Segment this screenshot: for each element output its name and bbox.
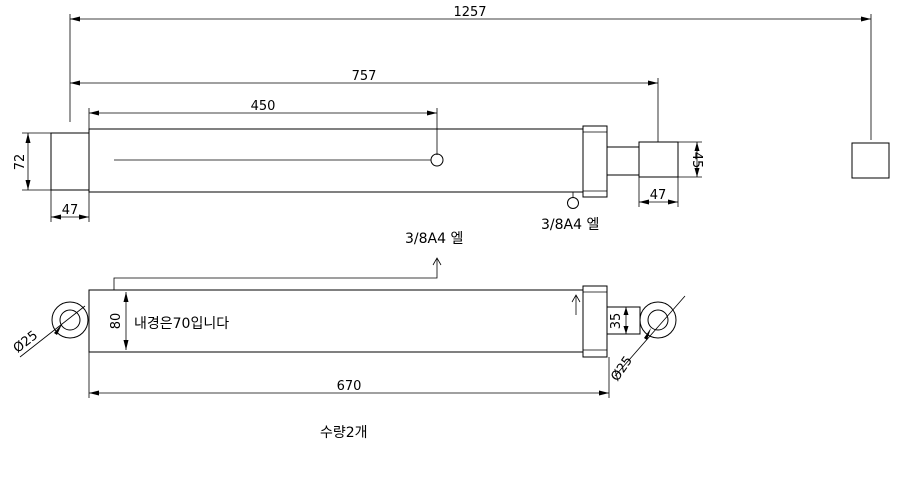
gland-top — [582, 125, 608, 198]
dimension-length-bottom-label: 670 — [337, 379, 362, 394]
port-note-top: 3/8A4 엘 — [541, 217, 599, 233]
dimension-length-top-label: 757 — [352, 69, 377, 84]
dimension-cap-height-label: 72 — [13, 154, 28, 171]
dimension-rod-end-height: 45 — [678, 141, 704, 178]
dimension-rod-end-width-label: 47 — [650, 188, 667, 203]
dimension-cap-height: 72 — [13, 132, 51, 191]
bore-note: 내경은70입니다 — [134, 316, 229, 332]
dimension-length-bottom: 670 — [88, 352, 610, 398]
gland-bottom — [582, 285, 608, 358]
port-circle-gland — [567, 197, 579, 209]
quantity-note: 수량2개 — [320, 425, 368, 441]
right-clevis-eye: Ø25 — [608, 295, 686, 385]
bottom-view: 3/8A4 엘 Ø25 Ø25 — [11, 231, 686, 441]
dimension-port-spacing: 450 — [88, 99, 438, 155]
top-view: 1257 757 450 — [13, 5, 890, 233]
dimension-bore-label: 80 — [109, 313, 124, 330]
port-circle-top — [430, 153, 444, 167]
dimension-port-spacing-label: 450 — [251, 99, 276, 114]
port-leader-line — [113, 258, 438, 290]
dimension-overall-label: 1257 — [453, 5, 486, 20]
dimension-rod-end-width: 47 — [638, 177, 679, 207]
rod-end-top — [638, 141, 679, 178]
dimension-cap-width-label: 47 — [62, 203, 79, 218]
dimension-overall: 1257 — [69, 5, 872, 140]
left-clevis-eye: Ø25 — [11, 301, 89, 358]
dimension-rod-label: 35 — [609, 313, 624, 330]
extended-position-box — [851, 142, 890, 179]
dimension-rod: 35 — [609, 307, 629, 334]
dimension-bore: 80 — [109, 292, 129, 350]
dimension-cap-width: 47 — [50, 190, 90, 222]
end-cap-top — [50, 132, 90, 191]
port-note-bottom: 3/8A4 엘 — [405, 231, 463, 247]
dimension-pin-right-label: Ø25 — [608, 354, 636, 385]
dimension-rod-end-height-label: 45 — [689, 152, 704, 169]
dimension-length-top: 757 — [70, 69, 659, 142]
rod-top — [606, 146, 640, 176]
barrel-top — [88, 128, 584, 193]
